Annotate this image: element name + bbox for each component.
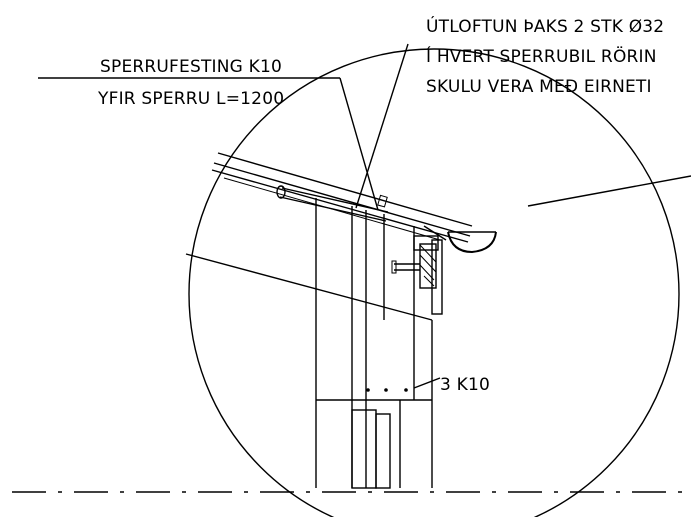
fascia-board	[391, 235, 443, 315]
detail-callout-circle	[188, 48, 680, 517]
rafter-fixing-line-2: YFIR SPERRU L=1200	[97, 89, 284, 109]
nails-label: 3 K10	[440, 375, 490, 395]
ventilation-note-line-3: SKULU VERA MEÐ EIRNETI	[426, 77, 652, 97]
ventilation-note-line-1: ÚTLOFTUN ÞAKS 2 STK Ø32	[426, 15, 664, 37]
ventilation-note-line-2: Í HVERT SPERRUBIL RÖRIN	[426, 45, 657, 67]
leader-lines	[38, 43, 691, 389]
wall-framing	[315, 198, 433, 489]
roof-assembly	[185, 152, 473, 321]
ventilation-pipe	[276, 185, 389, 222]
gutter	[423, 225, 497, 254]
nail-markers	[366, 388, 408, 392]
rafter-fixing-line-1: SPERRUFESTING K10	[100, 57, 282, 77]
